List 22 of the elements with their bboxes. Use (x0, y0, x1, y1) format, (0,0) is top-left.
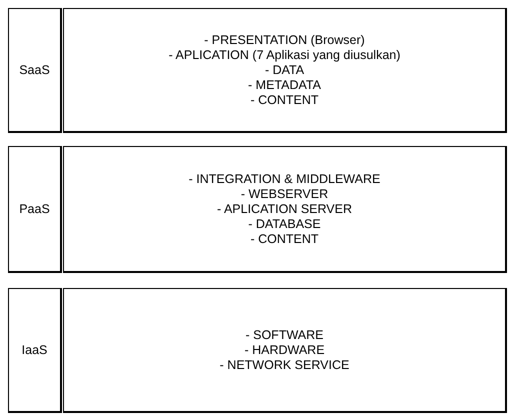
layer-label-box (8, 288, 62, 413)
list-item: - WEBSERVER (240, 186, 328, 202)
list-item: - METADATA (248, 78, 321, 92)
list-item: - APLICATION (7 Aplikasi yang diusulkan) (168, 48, 400, 62)
list-item: - DATA (264, 62, 304, 78)
list-item: - CONTENT (250, 232, 319, 246)
list-item: - SOFTWARE (245, 328, 324, 342)
list-item: - NETWORK SERVICE (220, 358, 350, 372)
list-item: - PRESENTATION (Browser) (204, 32, 365, 48)
content-box (63, 146, 507, 273)
list-item: - HARDWARE (244, 342, 325, 358)
layer-name: IaaS (22, 342, 48, 358)
layer-label-box (8, 146, 62, 273)
list-item: - APLICATION SERVER (217, 202, 352, 216)
layer-name: SaaS (19, 62, 50, 78)
layer-name: PaaS (19, 202, 50, 216)
content-box (63, 8, 507, 133)
content-box (63, 288, 507, 413)
list-item: - DATABASE (248, 216, 321, 232)
list-item: - INTEGRATION & MIDDLEWARE (188, 172, 380, 186)
layer-label-box (8, 8, 62, 133)
list-item: - CONTENT (250, 92, 319, 108)
